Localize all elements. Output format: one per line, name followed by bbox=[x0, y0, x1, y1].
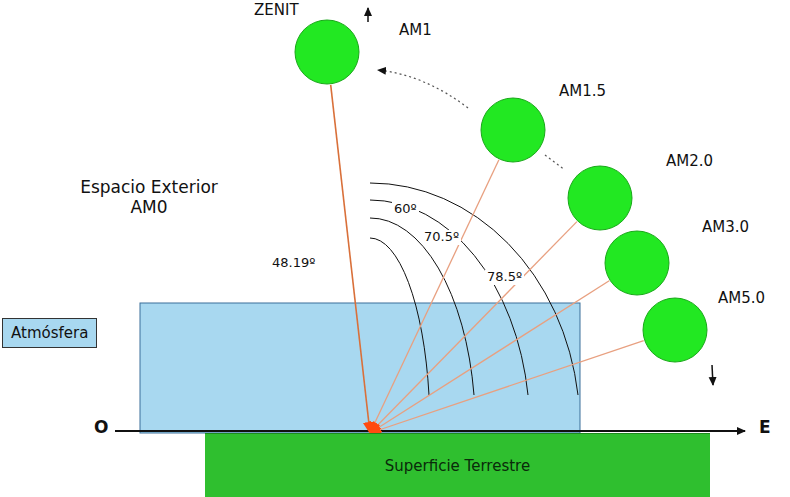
air-mass-label: AM5.0 bbox=[716, 289, 767, 307]
earth-surface-band: Superficie Terrestre bbox=[205, 433, 710, 497]
sun-disc bbox=[643, 298, 707, 362]
sun-shape bbox=[480, 97, 546, 163]
angle-arc bbox=[370, 200, 528, 395]
sun-disc bbox=[295, 20, 359, 84]
sun-shape bbox=[294, 19, 360, 85]
angle-label: 60º bbox=[392, 202, 419, 217]
sun-shape bbox=[567, 165, 633, 231]
atmosphere-layer bbox=[140, 303, 580, 433]
angle-label: 48.19º bbox=[270, 256, 317, 271]
sun-path-arrow bbox=[712, 365, 713, 385]
sun-disc bbox=[568, 166, 632, 230]
atmosphere-label: Atmósfera bbox=[11, 324, 88, 342]
angle-arc bbox=[370, 183, 578, 395]
direction-label: E bbox=[757, 418, 773, 438]
angle-label: 78.5º bbox=[485, 270, 524, 285]
surface-label: Superficie Terrestre bbox=[385, 457, 530, 475]
sun-circle: AM2.0 bbox=[567, 165, 633, 231]
sun-ray bbox=[331, 85, 370, 433]
sun-ray bbox=[370, 222, 577, 433]
sun-shape bbox=[642, 297, 708, 363]
zenith-label: ZENIT bbox=[252, 2, 301, 19]
air-mass-label: AM2.0 bbox=[664, 152, 715, 170]
angle-arc bbox=[370, 218, 474, 395]
sun-circle: AM3.0 bbox=[604, 230, 670, 296]
air-mass-label: AM1 bbox=[397, 21, 434, 39]
sun-circle: AM5.0 bbox=[642, 297, 708, 363]
sun-ray bbox=[370, 281, 609, 433]
angle-label: 70.5º bbox=[422, 230, 461, 245]
sun-disc bbox=[605, 231, 669, 295]
zenith-arrow bbox=[367, 8, 369, 22]
air-mass-label: AM3.0 bbox=[700, 218, 751, 236]
east-west-axis bbox=[115, 430, 745, 432]
sun-disc bbox=[481, 98, 545, 162]
sun-circle: AM1.5 bbox=[480, 97, 546, 163]
direction-label: O bbox=[92, 418, 110, 438]
atmosphere-tag-box: Atmósfera bbox=[2, 318, 97, 348]
sun-ray bbox=[370, 341, 644, 433]
sun-path-dotted bbox=[545, 155, 565, 170]
sun-path-dotted bbox=[378, 70, 468, 108]
sun-shape bbox=[604, 230, 670, 296]
space-label: Espacio Exterior AM0 bbox=[62, 178, 236, 217]
air-mass-label: AM1.5 bbox=[557, 82, 608, 100]
sun-circle: AM1 bbox=[294, 19, 360, 85]
